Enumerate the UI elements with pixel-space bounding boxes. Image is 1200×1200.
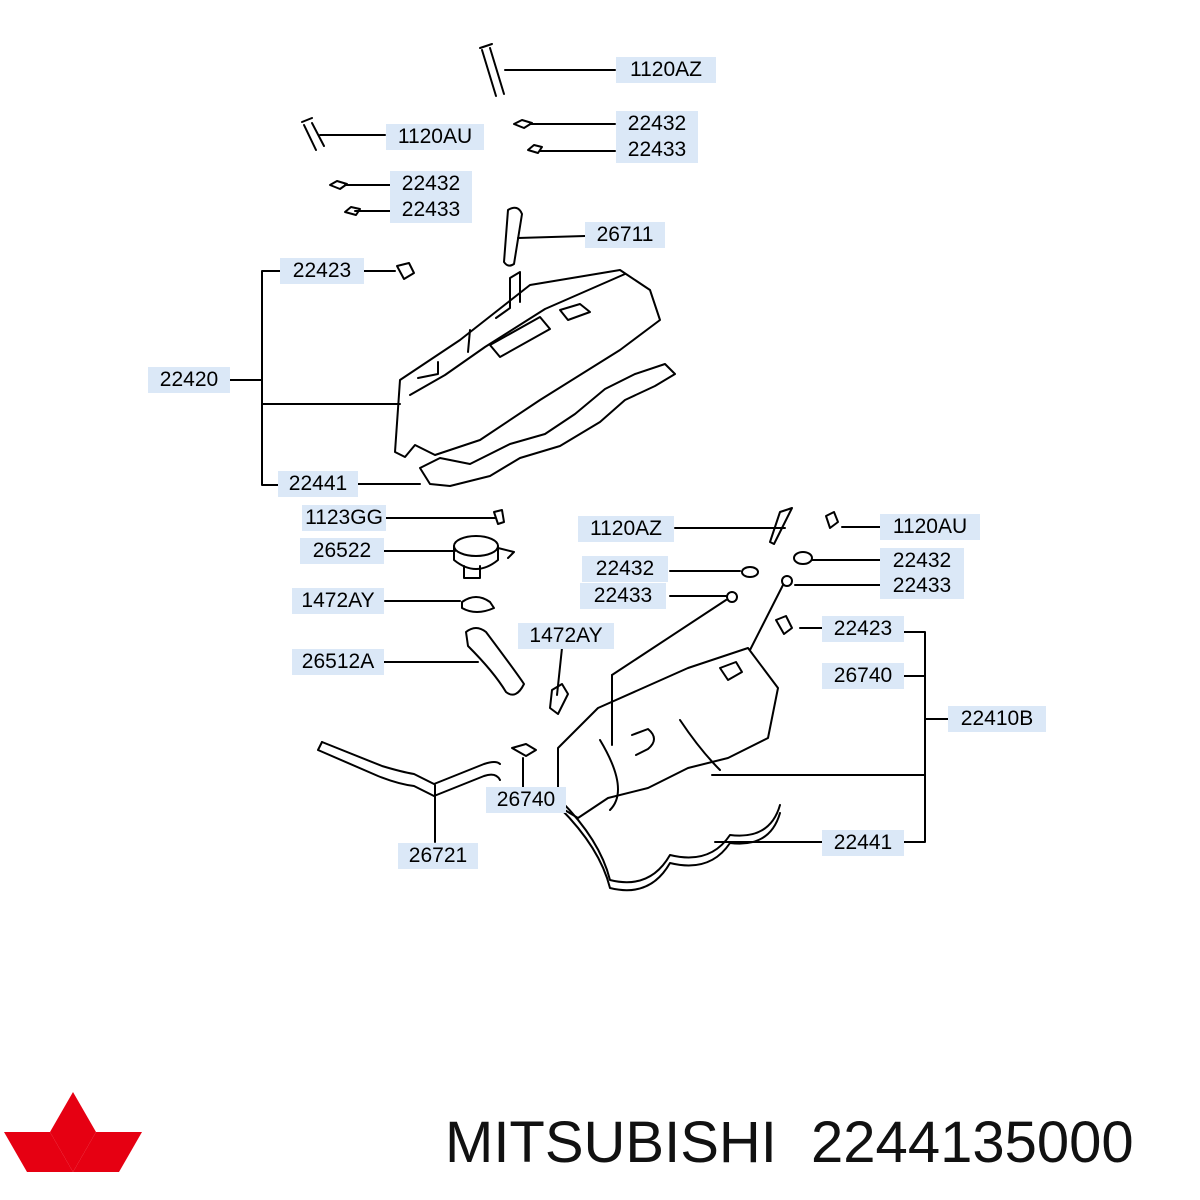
- callout-26721: 26721: [398, 843, 478, 869]
- callout-1472ay: 1472AY: [292, 588, 384, 614]
- part-number: 2244135000: [811, 1110, 1134, 1175]
- callout-22433: 22433: [616, 137, 698, 163]
- callout-22433: 22433: [390, 197, 472, 223]
- callout-26711: 26711: [585, 222, 665, 248]
- callout-22432: 22432: [616, 111, 698, 137]
- callout-1123gg: 1123GG: [302, 505, 386, 531]
- callout-26512a: 26512A: [292, 649, 384, 675]
- callout-1120az: 1120AZ: [616, 57, 716, 83]
- callout-1120au: 1120AU: [386, 124, 484, 150]
- rocker-cover-upper: [394, 269, 661, 458]
- callout-22420: 22420: [148, 367, 230, 393]
- mitsubishi-logo: [4, 1092, 142, 1172]
- callout-22433: 22433: [580, 583, 666, 609]
- callout-26740: 26740: [486, 787, 566, 813]
- hardware-parts: [301, 43, 839, 797]
- callout-22432: 22432: [880, 548, 964, 574]
- brand-name: MITSUBISHI: [445, 1110, 777, 1175]
- callout-22432: 22432: [582, 556, 668, 582]
- callout-22423: 22423: [280, 258, 364, 284]
- callout-22441: 22441: [822, 830, 904, 856]
- callout-1120au: 1120AU: [880, 514, 980, 540]
- callout-22423: 22423: [822, 616, 904, 642]
- callout-26522: 26522: [300, 538, 384, 564]
- leader-lines: [229, 69, 949, 843]
- gasket-upper: [419, 363, 676, 487]
- callout-1472ay: 1472AY: [518, 623, 614, 649]
- callout-22432: 22432: [390, 171, 472, 197]
- callout-22433: 22433: [880, 573, 964, 599]
- callout-26740: 26740: [822, 663, 904, 689]
- brand-part-number: MITSUBISHI 2244135000: [445, 1108, 1190, 1178]
- callout-22410b: 22410B: [948, 706, 1046, 732]
- callout-22441: 22441: [278, 471, 358, 497]
- rocker-cover-lower: [557, 647, 781, 892]
- callout-1120az: 1120AZ: [578, 516, 674, 542]
